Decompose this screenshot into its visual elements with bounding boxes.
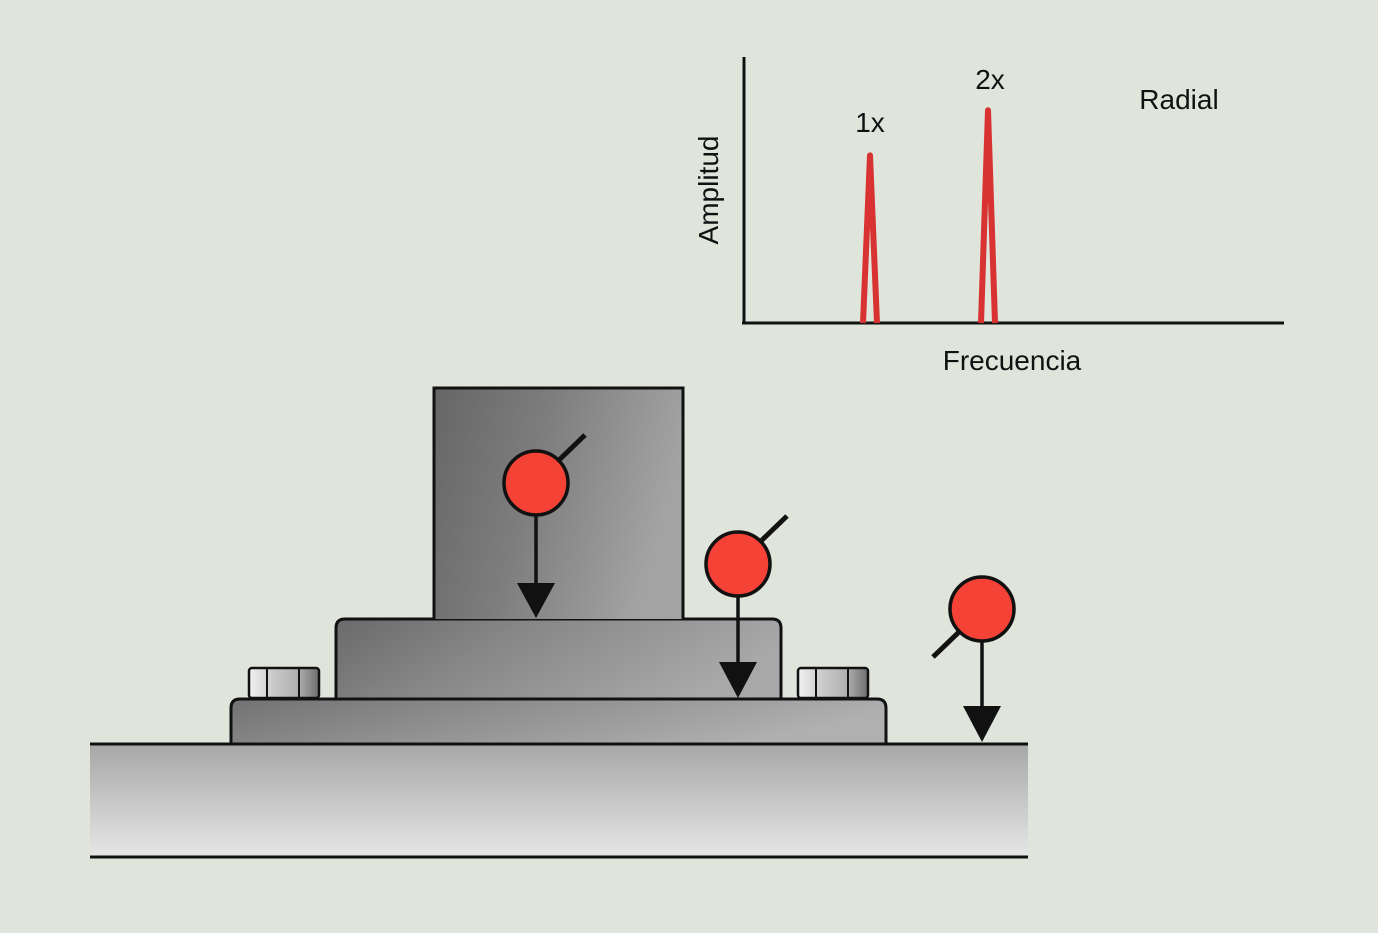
sensor-foundation xyxy=(931,575,1016,742)
base-plate xyxy=(229,697,888,746)
y-axis-label: Amplitud xyxy=(693,136,724,245)
sensor-base-plate xyxy=(704,514,789,698)
foundation xyxy=(90,744,1028,857)
bolt-nut-left xyxy=(247,666,321,700)
bolt-nut-right xyxy=(796,666,870,700)
machine-assembly xyxy=(90,386,1028,859)
direction-label: Radial xyxy=(1139,84,1218,115)
machine-foot xyxy=(334,617,783,701)
spectrum-chart: 1x 2x Radial Frecuencia Amplitud xyxy=(693,57,1284,376)
peak-2x xyxy=(978,107,998,324)
x-axis-label: Frecuencia xyxy=(943,345,1082,376)
peak-label-1x: 1x xyxy=(855,107,885,138)
peak-label-2x: 2x xyxy=(975,64,1005,95)
peak-1x xyxy=(860,152,880,324)
sensor-housing xyxy=(502,433,587,618)
